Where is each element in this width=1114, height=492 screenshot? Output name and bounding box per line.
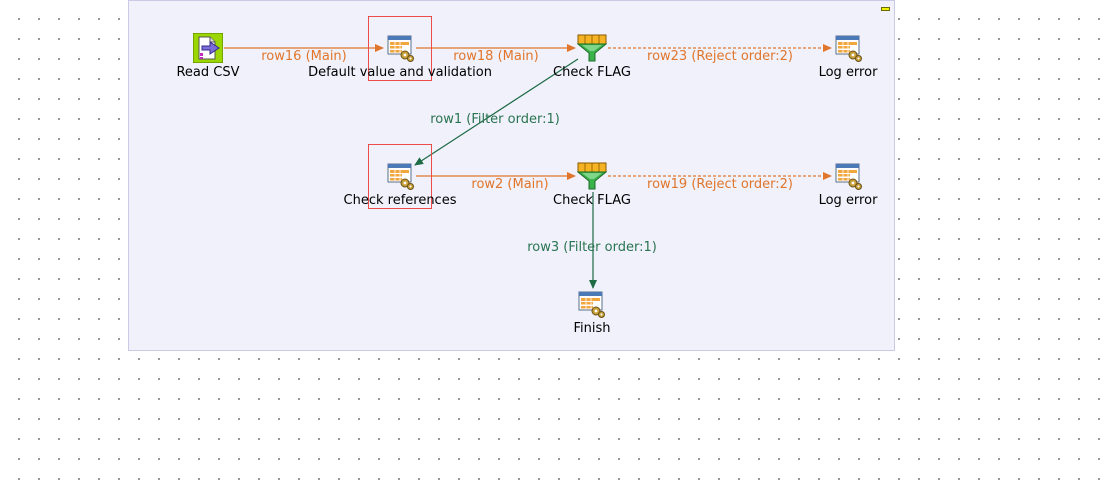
row1-connection[interactable]	[414, 58, 579, 166]
tmap-icon	[576, 289, 606, 319]
row18-label[interactable]: row18 (Main)	[453, 49, 539, 64]
log-error-1-node[interactable]	[833, 33, 863, 63]
check-flag-1-node[interactable]	[577, 33, 607, 63]
row23-label[interactable]: row23 (Reject order:2)	[647, 49, 793, 64]
tmap-icon	[833, 33, 863, 63]
tmap-icon	[385, 33, 415, 63]
check-flag-2-label: Check FLAG	[553, 193, 631, 208]
row19-label[interactable]: row19 (Reject order:2)	[647, 177, 793, 192]
row16-label[interactable]: row16 (Main)	[261, 49, 347, 64]
read-csv-node[interactable]	[193, 33, 223, 63]
filter-funnel-icon	[577, 161, 607, 191]
default-value-label: Default value and validation	[308, 65, 492, 80]
check-references-node[interactable]	[385, 161, 415, 191]
finish-node[interactable]	[576, 289, 606, 319]
tmap-icon	[385, 161, 415, 191]
row1-label[interactable]: row1 (Filter order:1)	[430, 112, 560, 127]
row2-label[interactable]: row2 (Main)	[471, 177, 549, 192]
tmap-icon	[833, 161, 863, 191]
filter-funnel-icon	[577, 33, 607, 63]
log-error-2-node[interactable]	[833, 161, 863, 191]
log-error-2-label: Log error	[818, 193, 878, 208]
log-error-1-label: Log error	[818, 65, 878, 80]
check-flag-1-label: Check FLAG	[553, 65, 631, 80]
subjob-collapse-button[interactable]	[881, 7, 890, 11]
default-value-node[interactable]	[385, 33, 415, 63]
file-input-icon	[193, 33, 223, 63]
read-csv-label: Read CSV	[176, 65, 240, 80]
finish-label: Finish	[573, 321, 611, 336]
check-flag-2-node[interactable]	[577, 161, 607, 191]
check-references-label: Check references	[343, 193, 457, 208]
row3-label[interactable]: row3 (Filter order:1)	[527, 240, 657, 255]
